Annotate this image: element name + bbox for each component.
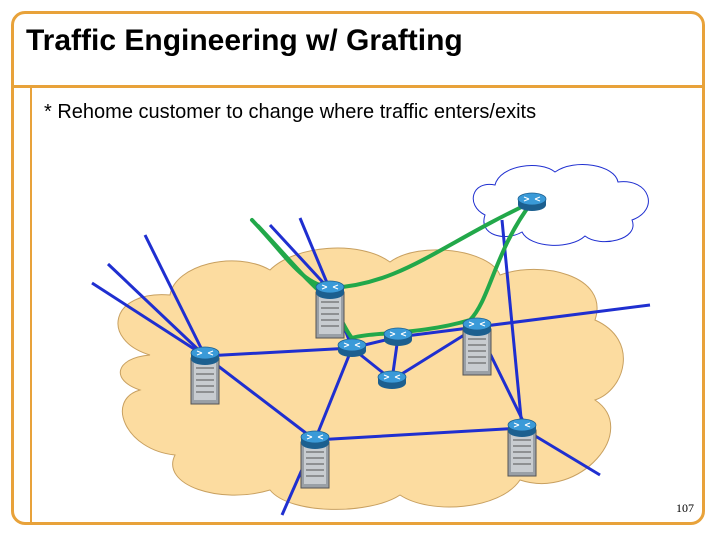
router-icon [462,317,492,337]
slide-title: Traffic Engineering w/ Grafting [26,24,463,57]
router-mid [383,327,413,347]
router-center [337,338,367,358]
bullet-text: * Rehome customer to change where traffi… [44,101,537,123]
router-icon [315,280,345,300]
router-icon [337,338,367,358]
router-upper-left [315,280,345,339]
router-right [462,317,492,376]
router-icon [517,192,547,212]
router-top-cloud [517,192,547,212]
slide-frame [11,11,705,525]
content-border [30,88,32,523]
router-icon [383,327,413,347]
router-bottom-left [300,430,330,489]
traffic-paths [250,200,534,341]
router-bottom-right [507,418,537,477]
router-lower [377,370,407,390]
title-band [13,13,703,88]
path-new [256,200,534,341]
router-icon [300,430,330,450]
provider-cloud [117,247,624,510]
router-icon [507,418,537,438]
router-left [190,346,220,405]
router-icon [377,370,407,390]
page-number: 107 [676,501,694,515]
customer-cloud [472,164,649,246]
router-icon [190,346,220,366]
